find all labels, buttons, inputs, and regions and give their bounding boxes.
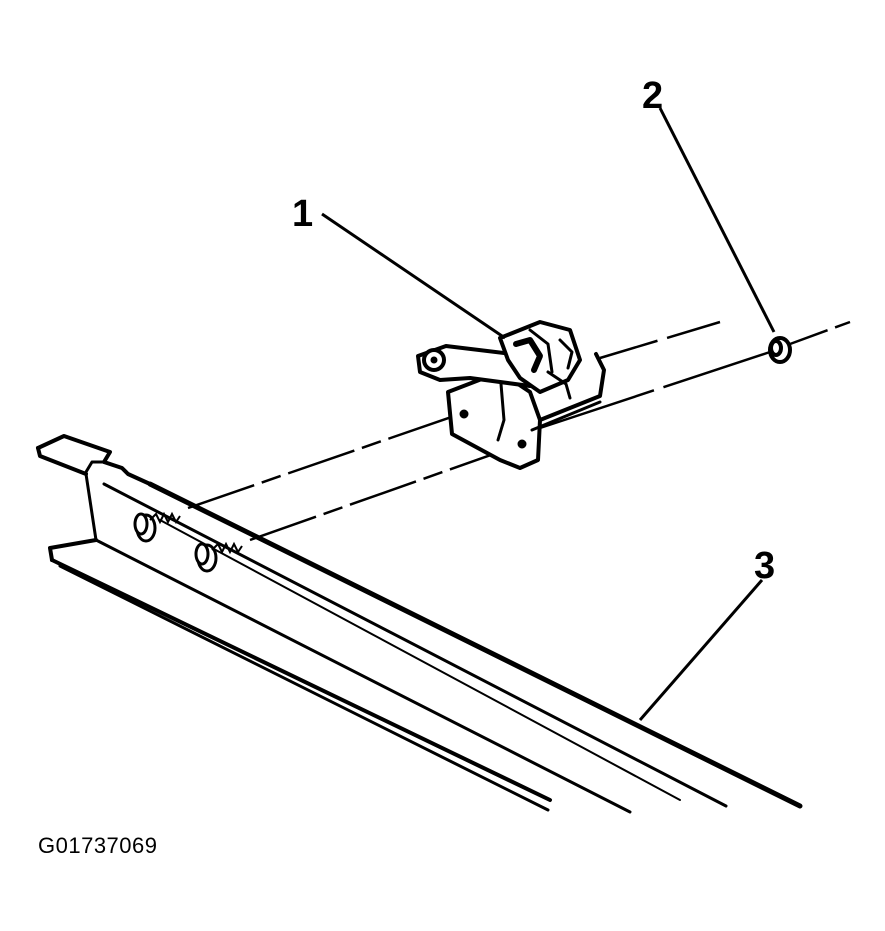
leader-lines [321, 107, 776, 721]
callout-labels: 1 2 3 [292, 75, 775, 587]
nut [768, 336, 792, 364]
rail-holes [133, 512, 218, 573]
rail-channel [36, 434, 803, 814]
alignment-lines [187, 320, 851, 542]
callout-3: 3 [754, 545, 775, 587]
mechanism-assembly [416, 320, 606, 470]
callout-2: 2 [642, 75, 663, 117]
bolt-threads [149, 511, 243, 555]
callout-1: 1 [292, 193, 313, 235]
figure-id: G01737069 [38, 833, 158, 858]
